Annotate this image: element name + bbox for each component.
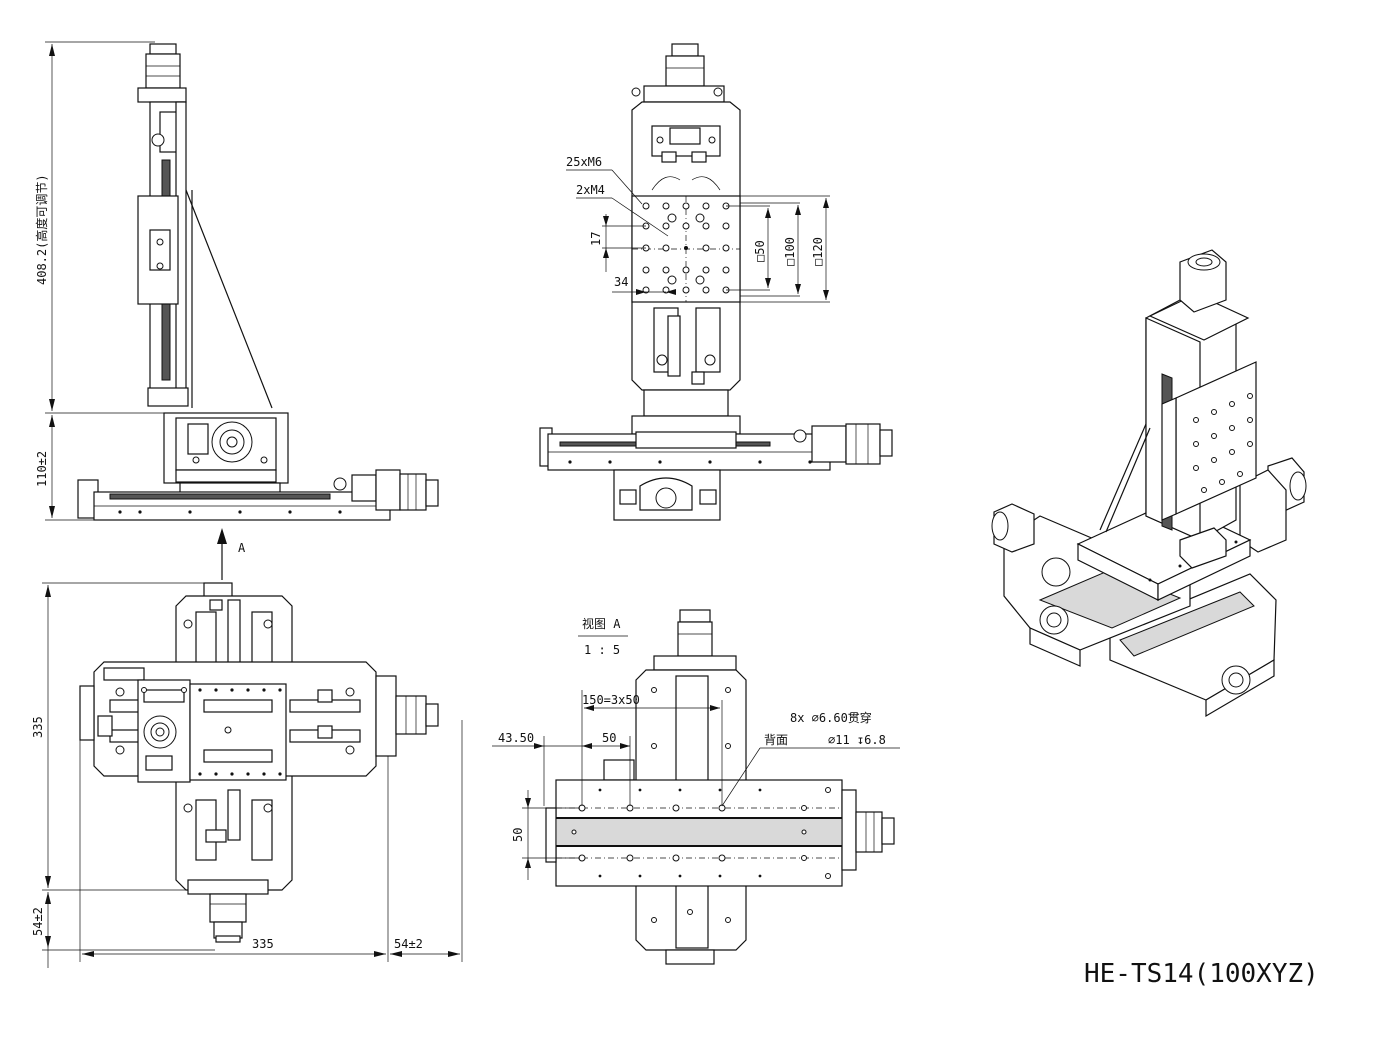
callout-m4-label: 2xM4: [576, 183, 605, 197]
hole-note-2: ⌀11 ↧6.8: [828, 733, 886, 747]
callout-m6-label: 25xM6: [566, 155, 602, 169]
dim-17-label: 17: [589, 232, 603, 246]
hole-note-back: 背面: [764, 733, 788, 747]
m6-hole-grid: [642, 202, 730, 294]
front-view: □50 □100 □120 17 34 25xM6 2xM4: [539, 43, 893, 521]
top-offset-right-label: 54±2: [394, 937, 423, 951]
dim-50h-label: 50: [602, 731, 616, 745]
dim-4350-label: 43.50: [498, 731, 534, 745]
isometric-view: [991, 249, 1307, 718]
dim-34-label: 34: [614, 275, 628, 289]
top-view: 335 54±2 335 54±2: [31, 582, 463, 968]
top-offset-left-label: 54±2: [31, 907, 45, 936]
top-horizontal-dim-label: 335: [252, 937, 274, 951]
hole-note-1: 8x ⌀6.60贯穿: [790, 710, 872, 725]
base-dim-label: 110±2: [35, 451, 49, 487]
height-dim-label: 408.2(高度可调节): [34, 174, 49, 285]
dim-50v-label: 50: [511, 828, 525, 842]
view-a: 视图 A 1 : 5: [492, 609, 900, 965]
sq50-label: □50: [753, 240, 767, 262]
pitch-dim-label: 150=3x50: [582, 693, 640, 707]
drawing-title: HE-TS14(100XYZ): [1084, 959, 1319, 989]
side-view: 408.2(高度可调节) 110±2: [34, 41, 439, 580]
view-arrow-label: A: [238, 541, 246, 555]
view-a-label: 视图 A: [582, 616, 621, 631]
top-vertical-dim-label: 335: [31, 716, 45, 738]
sq100-label: □100: [783, 237, 797, 266]
sq120-label: □120: [811, 237, 825, 266]
view-a-scale: 1 : 5: [584, 643, 620, 657]
